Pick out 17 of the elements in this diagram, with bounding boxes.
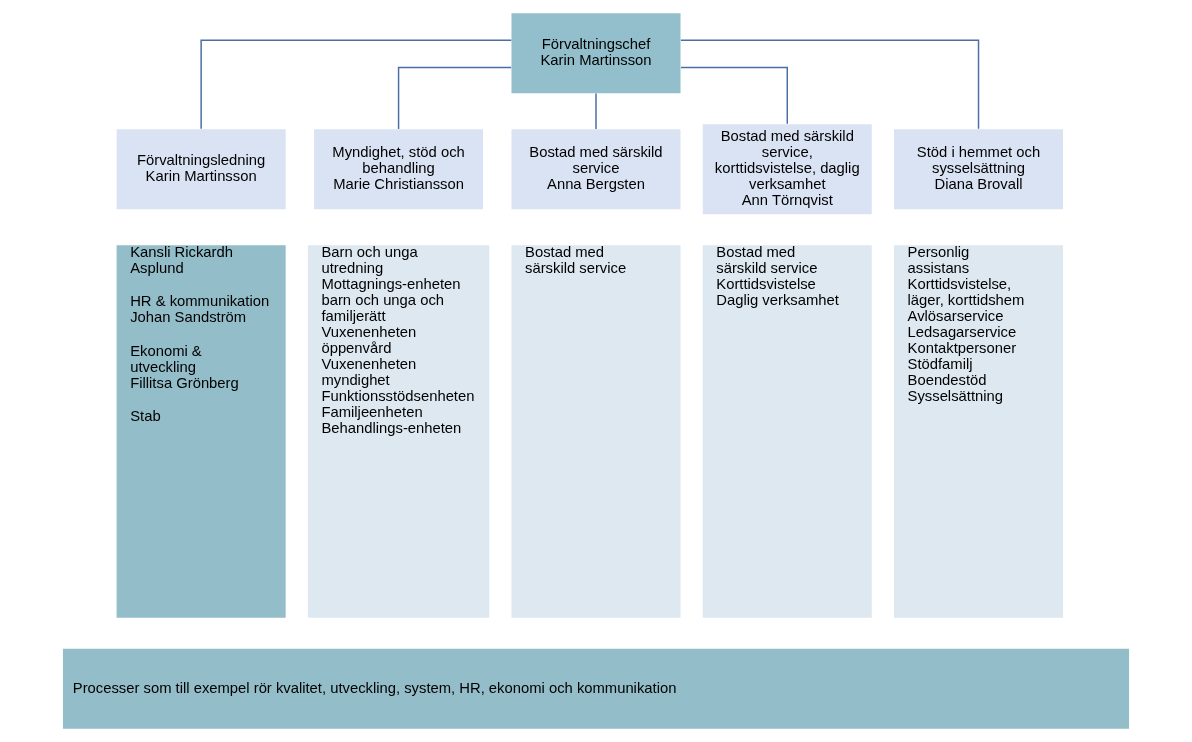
- connector: [397, 66, 512, 130]
- connector: [200, 39, 513, 130]
- node-box: Bostad med särskild service Korttidsvistelse Daglig verksamhet: [702, 245, 872, 618]
- node-box: Barn och unga utredning Mottagnings-enheten barn och unga och familjerätt Vuxenenheten öppenvård Vuxenenheten myndighet Funktionsstödsenheten Familjeenheten Behandlings-enheten: [307, 245, 490, 618]
- connector: [680, 39, 980, 130]
- node-box: Personlig assistans Korttidsvistelse, läger, korttidshem Avlösarservice Ledsagarservice Kontaktpersoner Stödfamilj Boendestöd Sysselsättning: [894, 245, 1064, 618]
- node-box: Processer som till exempel rör kvalitet, utveckling, system, HR, ekonomi och kommunikation: [62, 648, 1130, 729]
- node-box: Bostad med särskild service Anna Bergsten: [511, 129, 681, 210]
- node-box: Stöd i hemmet och sysselsättning Diana Brovall: [894, 129, 1064, 210]
- node-box: Bostad med särskild service, korttidsvistelse, daglig verksamhet Ann Törnqvist: [702, 124, 872, 215]
- node-box: Förvaltningschef Karin Martinsson: [511, 13, 681, 94]
- node-box: Bostad med särskild service: [511, 245, 681, 618]
- connector: [595, 92, 597, 130]
- connector: [680, 66, 788, 125]
- node-box: Förvaltningsledning Karin Martinsson: [116, 129, 286, 210]
- node-box: Kansli Rickardh Asplund HR & kommunikation Johan Sandström Ekonomi & utveckling Fillitsa Grönberg Stab: [116, 245, 286, 618]
- node-box: Myndighet, stöd och behandling Marie Christiansson: [314, 129, 484, 210]
